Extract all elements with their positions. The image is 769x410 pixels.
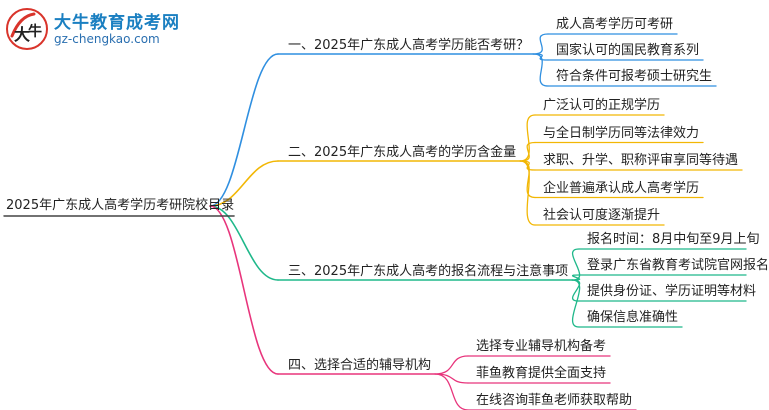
leaf-topic[interactable]: 成人高考学历可考研 <box>556 17 674 32</box>
site-logo: 大 牛 大牛教育成考网 gz-chengkao.com <box>4 6 214 52</box>
branch-to-leaf-connector <box>434 373 469 410</box>
leaf-topic[interactable]: 企业普遍承认成人高考学历 <box>543 180 700 196</box>
root-to-branch-connector <box>209 205 279 375</box>
branch-topic[interactable]: 三、2025年广东成人高考的报名流程与注意事项 <box>288 264 569 279</box>
root-topic[interactable]: 2025年广东成人高考学历考研院校目录 <box>6 198 235 213</box>
branch-topic[interactable]: 二、2025年广东成人高考的学历含金量 <box>288 145 517 160</box>
root-to-branch-connector <box>209 160 279 207</box>
leaf-topic[interactable]: 在线咨询菲鱼老师获取帮助 <box>476 393 633 408</box>
leaf-topic[interactable]: 国家认可的国民教育系列 <box>556 43 700 58</box>
branch-to-leaf-connector <box>571 279 581 328</box>
logo-url[interactable]: gz-chengkao.com <box>54 32 160 46</box>
svg-text:牛: 牛 <box>28 23 42 40</box>
leaf-topic[interactable]: 报名时间：8月中旬至9月上旬 <box>587 232 760 247</box>
branch-to-leaf-connector <box>519 114 536 162</box>
leaf-topic[interactable]: 登录广东省教育考试院官网报名 <box>587 258 769 273</box>
leaf-topic[interactable]: 确保信息准确性 <box>587 310 679 325</box>
leaf-topic[interactable]: 提供身份证、学历证明等材料 <box>587 284 757 299</box>
branch-to-leaf-connector <box>519 160 536 226</box>
branch-to-leaf-connector <box>532 53 549 87</box>
leaf-topic[interactable]: 菲鱼教育提供全面支持 <box>476 366 607 381</box>
leaf-topic[interactable]: 选择专业辅导机构备考 <box>476 339 607 354</box>
branch-to-leaf-connector <box>519 141 536 162</box>
svg-text:大: 大 <box>14 25 30 44</box>
leaf-topic[interactable]: 广泛认可的正规学历 <box>543 98 661 113</box>
mindmap-connectors <box>3 33 747 410</box>
logo-mark-icon: 大 牛 <box>6 8 48 50</box>
branch-to-leaf-connector <box>532 33 549 55</box>
branch-topic[interactable]: 一、2025年广东成人高考学历能否考研？ <box>288 38 530 53</box>
root-to-branch-connector <box>209 205 279 281</box>
leaf-topic[interactable]: 求职、升学、职称评审享同等待遇 <box>543 153 739 168</box>
branch-to-leaf-connector <box>571 248 581 281</box>
branch-topic[interactable]: 四、选择合适的辅导机构 <box>288 358 432 373</box>
logo-title: 大牛教育成考网 <box>54 13 180 33</box>
root-to-branch-connector <box>209 53 279 207</box>
leaf-topic[interactable]: 符合条件可报考硕士研究生 <box>556 69 713 84</box>
leaf-topic[interactable]: 社会认可度逐渐提升 <box>543 208 661 223</box>
branch-to-leaf-connector <box>434 355 469 375</box>
leaf-topic[interactable]: 与全日制学历同等法律效力 <box>543 125 700 141</box>
